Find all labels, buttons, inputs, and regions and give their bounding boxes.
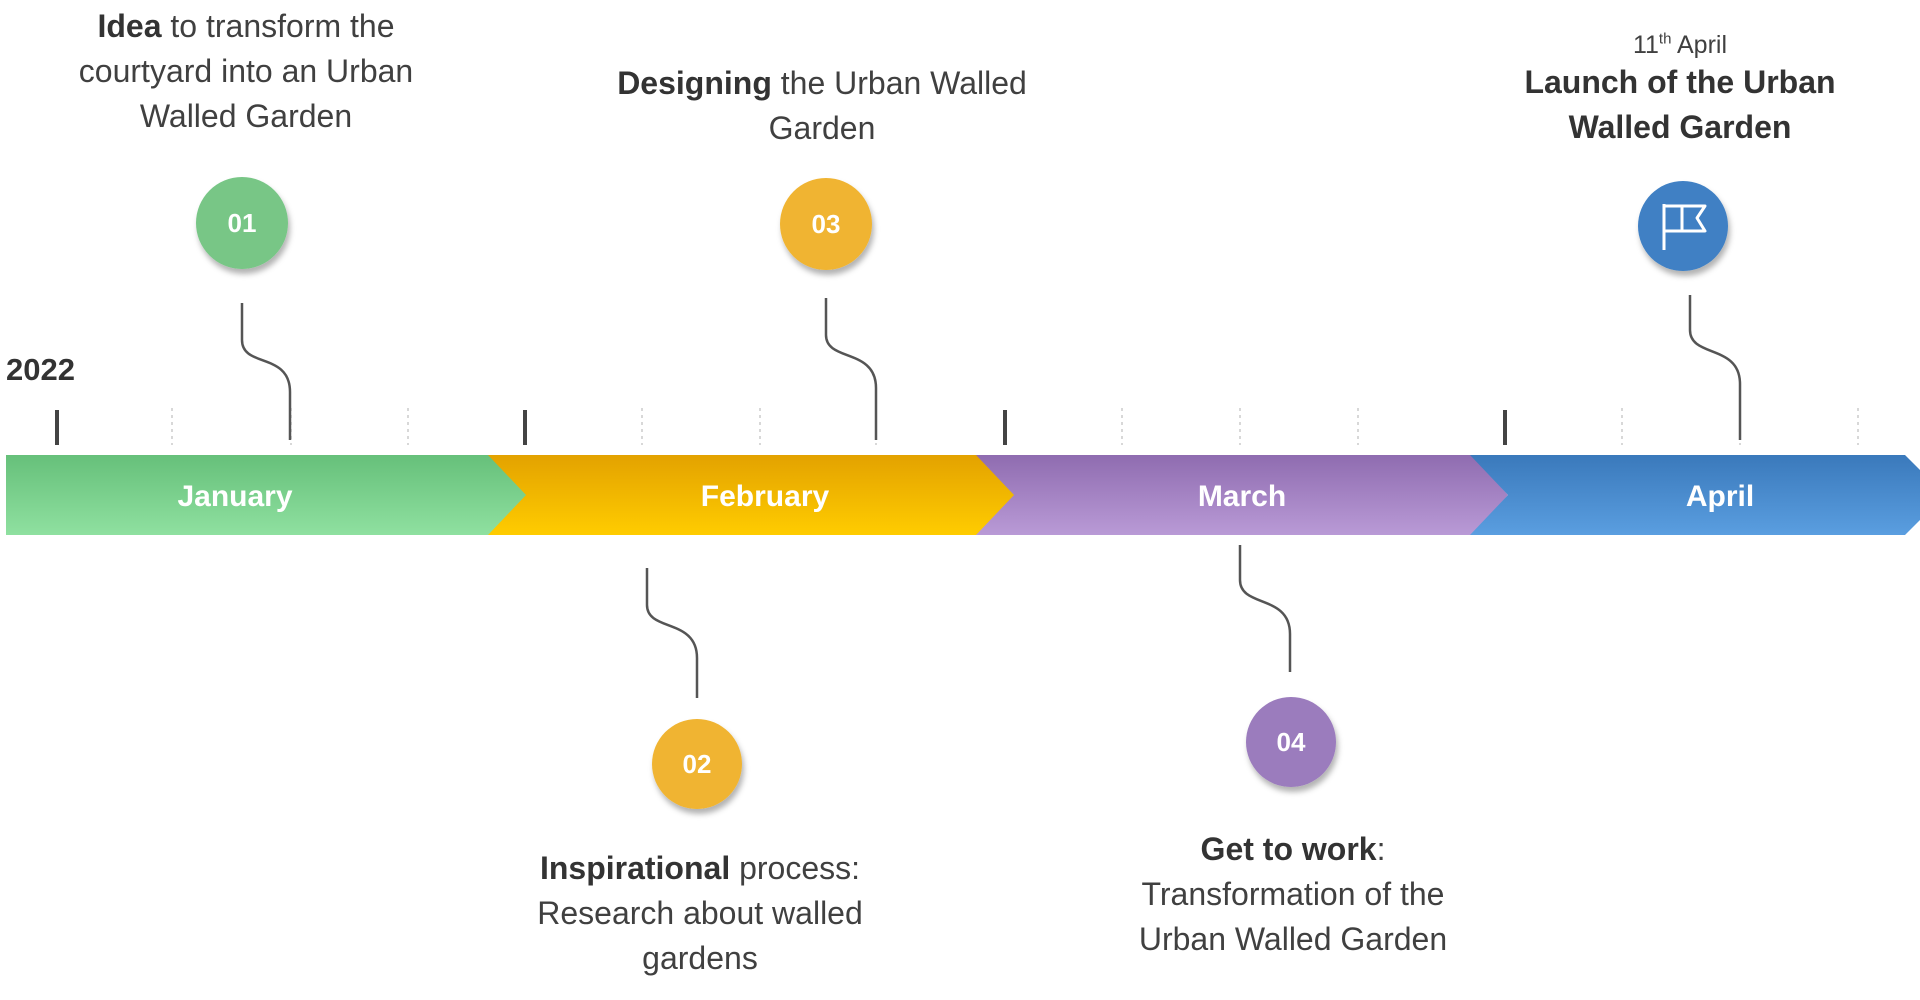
milestone-03[interactable]: 03 [780, 178, 872, 270]
launch-title-line1: Launch of the Urban [1524, 64, 1836, 100]
milestone-02-text: Inspirational process: Research about wa… [510, 846, 890, 981]
connector-03 [824, 298, 878, 440]
connector-04 [1238, 545, 1292, 672]
launch-date: 11th April [1470, 30, 1890, 60]
month-bar: January February March April [6, 455, 1920, 535]
flag-icon [1662, 204, 1707, 250]
milestone-01-rest: to transform the courtyard into an Urban… [78, 8, 414, 134]
tick-marks [55, 408, 1859, 445]
launch-date-suffix: th [1658, 30, 1672, 48]
launch-date-day: 11 [1632, 31, 1659, 59]
month-segment-march [976, 455, 1508, 535]
milestone-number: 01 [228, 208, 257, 238]
milestone-03-text: Designing the Urban Walled Garden [612, 61, 1032, 151]
launch-text: 11th April Launch of the Urban Walled Ga… [1470, 30, 1890, 150]
milestone-02-bold: Inspirational [539, 850, 731, 886]
milestone-launch[interactable] [1638, 181, 1728, 271]
connector-launch [1688, 295, 1742, 440]
month-label-february: February [701, 480, 830, 513]
milestone-01[interactable]: 01 [196, 177, 288, 269]
milestone-01-text: Idea to transform the courtyard into an … [36, 4, 456, 139]
milestone-number: 04 [1277, 727, 1306, 757]
milestone-04[interactable]: 04 [1246, 697, 1336, 787]
month-label-march: March [1198, 480, 1286, 513]
connector-01 [240, 303, 292, 440]
milestone-03-bold: Designing [617, 65, 772, 101]
milestone-02-rest: process: Research about walled gardens [537, 850, 863, 976]
milestone-number: 03 [812, 209, 841, 239]
connectors [240, 295, 1742, 698]
month-segment-april [1470, 455, 1920, 535]
connector-02 [645, 568, 699, 698]
launch-date-month: April [1671, 31, 1728, 59]
milestone-04-rest: : Transformation of the Urban Walled Gar… [1138, 831, 1448, 957]
milestone-number: 02 [683, 749, 712, 779]
milestone-03-rest: the Urban Walled Garden [768, 65, 1027, 146]
milestone-02[interactable]: 02 [652, 719, 742, 809]
month-segment-february [488, 455, 1016, 535]
month-label-january: January [177, 480, 292, 513]
month-label-april: April [1686, 480, 1754, 513]
milestone-04-bold: Get to work [1200, 831, 1377, 867]
month-segment-january [6, 455, 528, 535]
launch-title-line2: Walled Garden [1568, 109, 1792, 145]
milestone-01-bold: Idea [97, 8, 162, 44]
year-label: 2022 [6, 352, 75, 387]
milestone-04-text: Get to work: Transformation of the Urban… [1113, 827, 1473, 962]
